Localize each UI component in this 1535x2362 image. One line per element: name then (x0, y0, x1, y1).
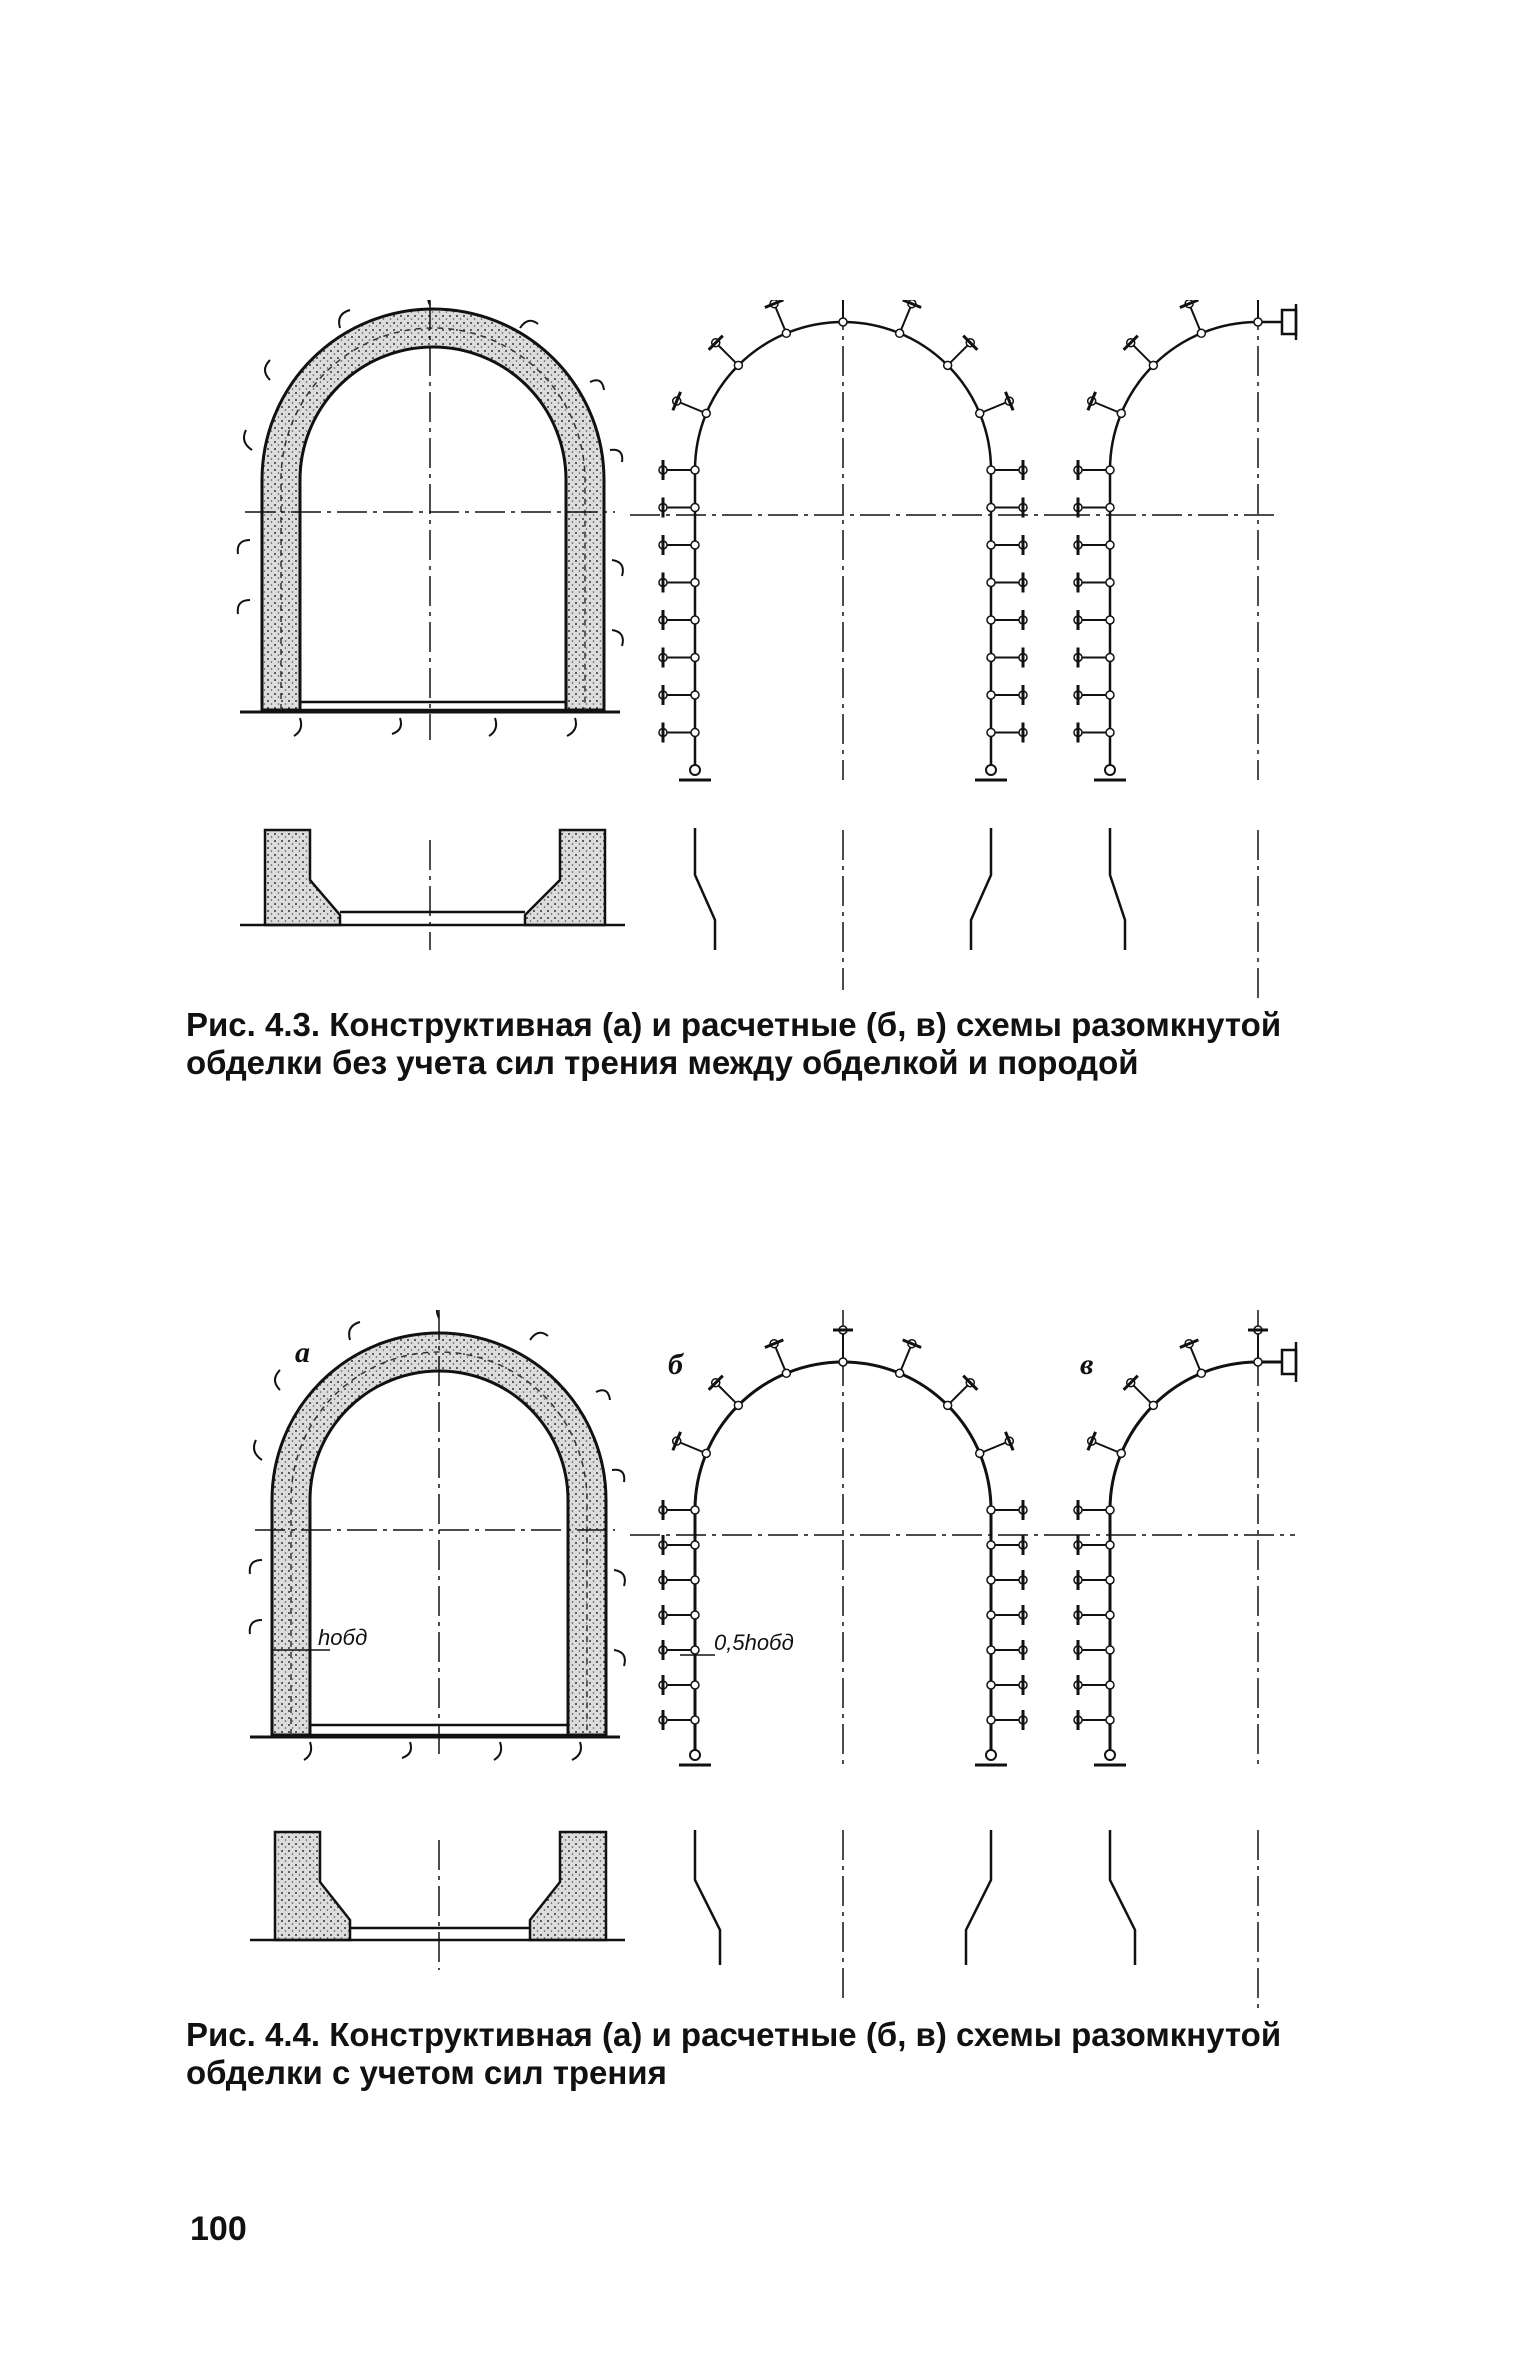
figure-4-3-drawing: а б в (236, 300, 1298, 1000)
half-thickness-annotation: 0,5hобд (714, 1630, 794, 1655)
panel-b-scheme (630, 1310, 1060, 1770)
panel-c-scheme (1060, 300, 1298, 780)
label-c: в (1080, 1348, 1093, 1381)
thickness-annotation: hобд (318, 1625, 367, 1650)
panel-c-scheme (1060, 1310, 1298, 1770)
label-a: а (295, 1336, 310, 1369)
figure-4-4: hобд 0,5hобд (0, 1310, 1535, 2030)
panel-c-spring-supports (1073, 300, 1263, 782)
page-number: 100 (190, 2210, 247, 2248)
panel-b-scheme (630, 300, 1060, 780)
footing-details (250, 1830, 1259, 2010)
figure-4-4-drawing: hобд 0,5hобд (248, 1310, 1298, 2010)
panel-a-lining (236, 300, 624, 740)
label-b: б (668, 1348, 684, 1381)
figure-4-3: а б в (0, 300, 1535, 1020)
footing-details (240, 828, 1259, 1000)
panel-b-spring-supports (658, 300, 1028, 782)
panel-b-spring-supports (658, 1325, 1028, 1767)
caption-figure-4-4: Рис. 4.4. Конструктивная (а) и расчетные… (186, 2016, 1282, 2091)
caption-figure-4-3: Рис. 4.3. Конструктивная (а) и расчетные… (186, 1006, 1282, 1081)
panel-c-spring-supports (1073, 1325, 1268, 1767)
panel-a-lining: hобд (248, 1310, 626, 1761)
